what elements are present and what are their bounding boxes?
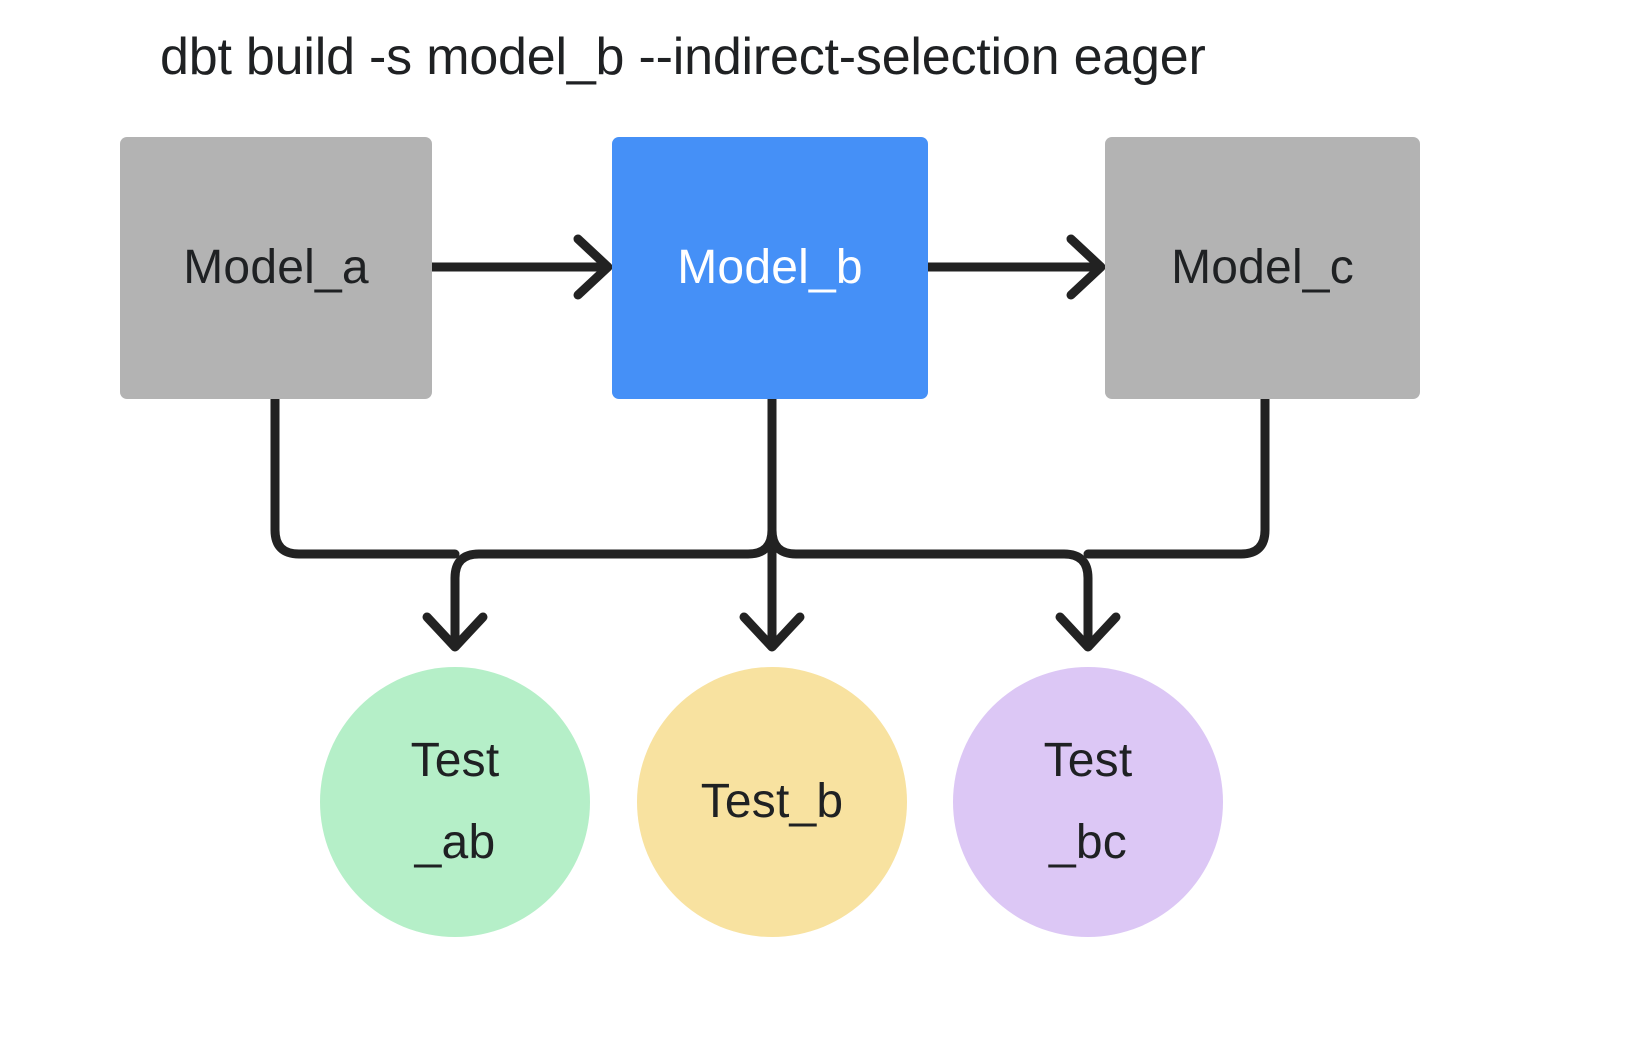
node-test-ab[interactable]: Test _ab xyxy=(320,667,590,937)
node-test-b[interactable]: Test_b xyxy=(637,667,907,937)
edge-model-a-to-model-b xyxy=(427,234,613,300)
node-model-b[interactable]: Model_b xyxy=(612,137,928,399)
node-model-a-label: Model_a xyxy=(183,241,369,294)
edge-model-b-to-test-b xyxy=(739,394,805,652)
node-test-b-label-line1: Test_b xyxy=(700,775,844,828)
node-test-ab-label-line1: Test xyxy=(410,734,500,787)
node-model-c[interactable]: Model_c xyxy=(1105,137,1420,399)
edge-model-b-to-test-ab xyxy=(422,394,777,652)
edge-model-a-to-test-ab xyxy=(270,394,460,559)
node-test-bc-label-line2: _bc xyxy=(1049,816,1127,869)
diagram-title: dbt build -s model_b --indirect-selectio… xyxy=(160,28,1206,86)
edge-model-c-to-test-bc xyxy=(1083,394,1270,559)
node-model-c-label: Model_c xyxy=(1171,241,1354,294)
node-model-a[interactable]: Model_a xyxy=(120,137,432,399)
node-test-bc-label-line1: Test xyxy=(1043,734,1133,787)
edge-model-b-to-model-c xyxy=(923,234,1106,300)
node-model-b-label: Model_b xyxy=(677,241,863,294)
node-test-bc[interactable]: Test _bc xyxy=(953,667,1223,937)
edge-model-b-to-test-bc xyxy=(767,525,1121,652)
node-test-ab-label-line2: _ab xyxy=(414,816,496,869)
